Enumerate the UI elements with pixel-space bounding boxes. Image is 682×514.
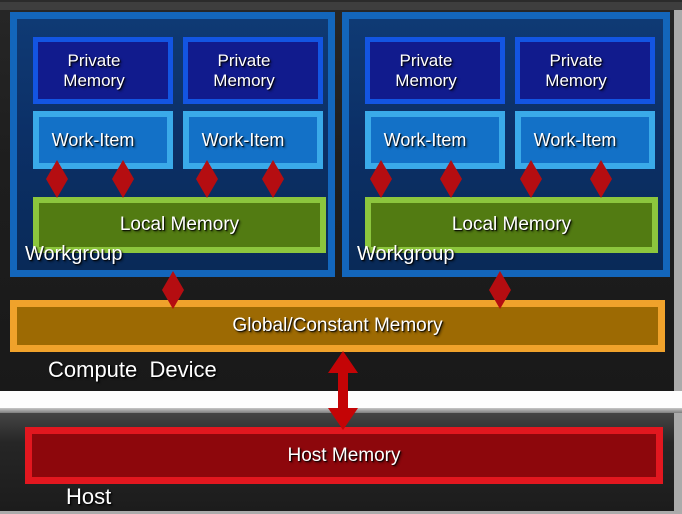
local-memory-label: Local Memory xyxy=(451,214,572,235)
workgroup-box-1: Private Memory Private Memory Work-Item … xyxy=(10,12,335,277)
global-constant-memory-bar: Global/Constant Memory xyxy=(10,300,665,352)
private-memory-label: Private Memory xyxy=(545,50,607,90)
private-memory-box: Private Memory xyxy=(183,37,323,104)
private-memory-label: Private Memory xyxy=(213,50,275,90)
private-memory-box: Private Memory xyxy=(33,37,173,104)
work-item-label: Work-Item xyxy=(533,129,617,150)
work-item-label: Work-Item xyxy=(201,129,285,150)
global-constant-memory-label: Global/Constant Memory xyxy=(232,315,443,336)
workgroup-label: Workgroup xyxy=(357,243,455,265)
work-item-box: Work-Item xyxy=(515,111,655,169)
local-memory-label: Local Memory xyxy=(119,214,240,235)
private-memory-label: Private Memory xyxy=(63,50,125,90)
host-box: Host Memory Host xyxy=(0,413,674,511)
private-memory-label: Private Memory xyxy=(395,50,457,90)
work-item-label: Work-Item xyxy=(51,129,135,150)
workgroup-label: Workgroup xyxy=(25,243,123,265)
private-memory-box: Private Memory xyxy=(365,37,505,104)
local-memory-box: Local Memory xyxy=(365,197,658,253)
host-memory-bar: Host Memory xyxy=(25,427,663,484)
host-memory-label: Host Memory xyxy=(287,444,401,466)
compute-device-box: Private Memory Private Memory Work-Item … xyxy=(0,10,674,391)
compute-device-label: Compute Device xyxy=(48,357,217,382)
work-item-box: Work-Item xyxy=(365,111,505,169)
top-background-strip xyxy=(0,0,682,10)
workgroup-box-2: Private Memory Private Memory Work-Item … xyxy=(342,12,670,277)
work-item-box: Work-Item xyxy=(33,111,173,169)
private-memory-box: Private Memory xyxy=(515,37,655,104)
slide-background-gap xyxy=(0,391,682,408)
work-item-label: Work-Item xyxy=(383,129,467,150)
host-label: Host xyxy=(66,484,112,509)
work-item-box: Work-Item xyxy=(183,111,323,169)
local-memory-box: Local Memory xyxy=(33,197,326,253)
